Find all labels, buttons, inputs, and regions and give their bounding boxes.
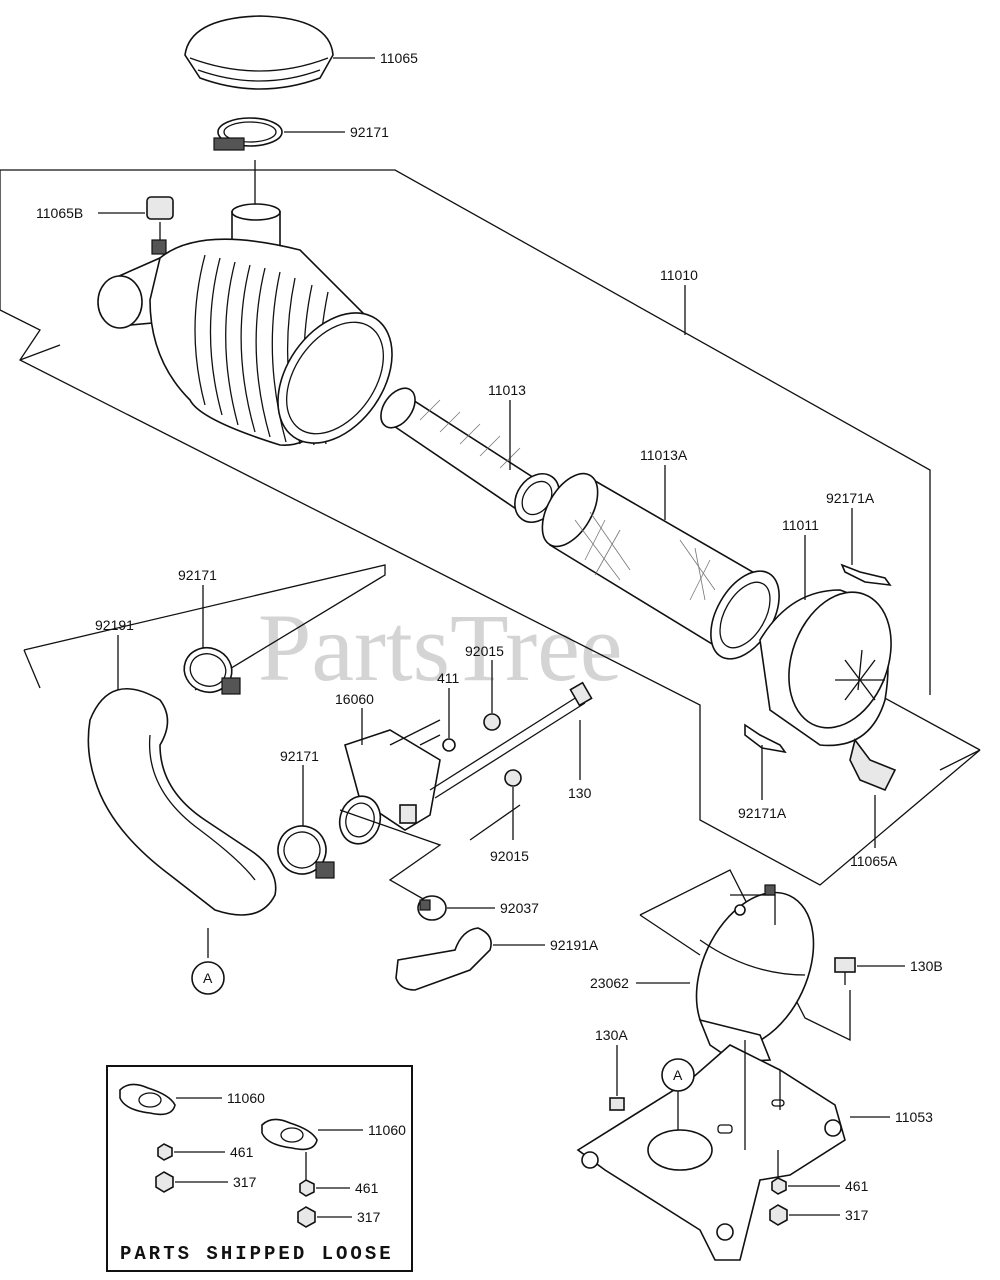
ref-a-right: A	[673, 1067, 683, 1083]
valve-11065B	[146, 196, 174, 255]
bolt-130	[419, 681, 593, 841]
label-92171-left: 92171	[178, 567, 217, 583]
nut-317-b	[297, 1206, 316, 1228]
label-411: 411	[437, 670, 460, 686]
label-461-a: 461	[230, 1144, 254, 1160]
label-11010: 11010	[660, 267, 698, 283]
watermark: PartsTree	[258, 594, 622, 701]
ref-circle-a-left	[191, 961, 225, 995]
label-130A: 130A	[595, 1027, 628, 1043]
label-92015-bottom: 92015	[490, 848, 529, 864]
outer-filter-11013A	[541, 472, 780, 660]
nut-461-b	[299, 1179, 315, 1197]
manifold-16060	[338, 719, 441, 845]
label-92191: 92191	[95, 617, 134, 633]
band-outline	[639, 869, 851, 1042]
label-317-right: 317	[845, 1207, 869, 1223]
label-461-right: 461	[845, 1178, 869, 1194]
nut-92015-bottom	[504, 769, 522, 787]
label-11065: 11065	[380, 50, 418, 66]
label-317-a: 317	[233, 1174, 257, 1190]
cap-11065	[184, 15, 334, 90]
end-cover-11011	[759, 589, 897, 792]
label-92171-top: 92171	[350, 124, 389, 140]
bolt-130A	[609, 1097, 625, 1111]
washer-411	[442, 738, 456, 752]
label-92171A-top: 92171A	[826, 490, 875, 506]
clamp-92171-mid	[277, 825, 335, 879]
label-23062: 23062	[590, 975, 629, 991]
label-92015-top: 92015	[465, 643, 504, 659]
clamp-92171-top	[213, 117, 283, 151]
parts-shipped-loose-box: 11060 11060 461 317 461 317 PARTS SHIPPE…	[106, 1065, 413, 1272]
label-130: 130	[568, 785, 592, 801]
ref-a-left: A	[203, 970, 213, 986]
label-317-b: 317	[357, 1209, 381, 1225]
hose-section-outline	[23, 564, 386, 691]
nut-461-right	[771, 1177, 787, 1195]
band-23062	[695, 884, 815, 1063]
bolt-130B	[834, 957, 856, 985]
label-461-b: 461	[355, 1180, 379, 1196]
loose-box-title: PARTS SHIPPED LOOSE	[120, 1243, 394, 1265]
label-11013: 11013	[488, 382, 526, 398]
assembly-outline	[0, 169, 981, 886]
inner-filter-11013	[380, 387, 560, 523]
label-92171-mid: 92171	[280, 748, 319, 764]
label-92191A: 92191A	[550, 937, 599, 953]
hose-92191	[87, 688, 277, 916]
label-11011: 11011	[782, 517, 819, 533]
clamp-92171-left	[183, 646, 241, 695]
base-plate-11053	[576, 1044, 846, 1261]
label-11060-b: 11060	[368, 1122, 406, 1138]
clip-92171A-top	[840, 563, 892, 587]
clip-92037	[417, 895, 447, 921]
label-16060: 16060	[335, 691, 374, 707]
clip-92171A-bottom	[744, 723, 787, 754]
label-11053: 11053	[895, 1109, 933, 1125]
nut-317-a	[155, 1171, 174, 1193]
nut-461-a	[157, 1143, 173, 1161]
label-11013A: 11013A	[640, 447, 688, 463]
label-11065B: 11065B	[36, 205, 83, 221]
label-130B: 130B	[910, 958, 943, 974]
label-11065A: 11065A	[850, 853, 898, 869]
label-92037: 92037	[500, 900, 539, 916]
label-92171A-bottom: 92171A	[738, 805, 787, 821]
hose-92191A	[395, 927, 492, 991]
nut-317-right	[769, 1204, 788, 1226]
gasket-11060-b	[261, 1118, 318, 1151]
gasket-11060-a	[119, 1083, 176, 1116]
nut-92015-top	[483, 713, 501, 731]
label-11060-a: 11060	[227, 1090, 265, 1106]
air-cleaner-housing	[97, 203, 393, 446]
